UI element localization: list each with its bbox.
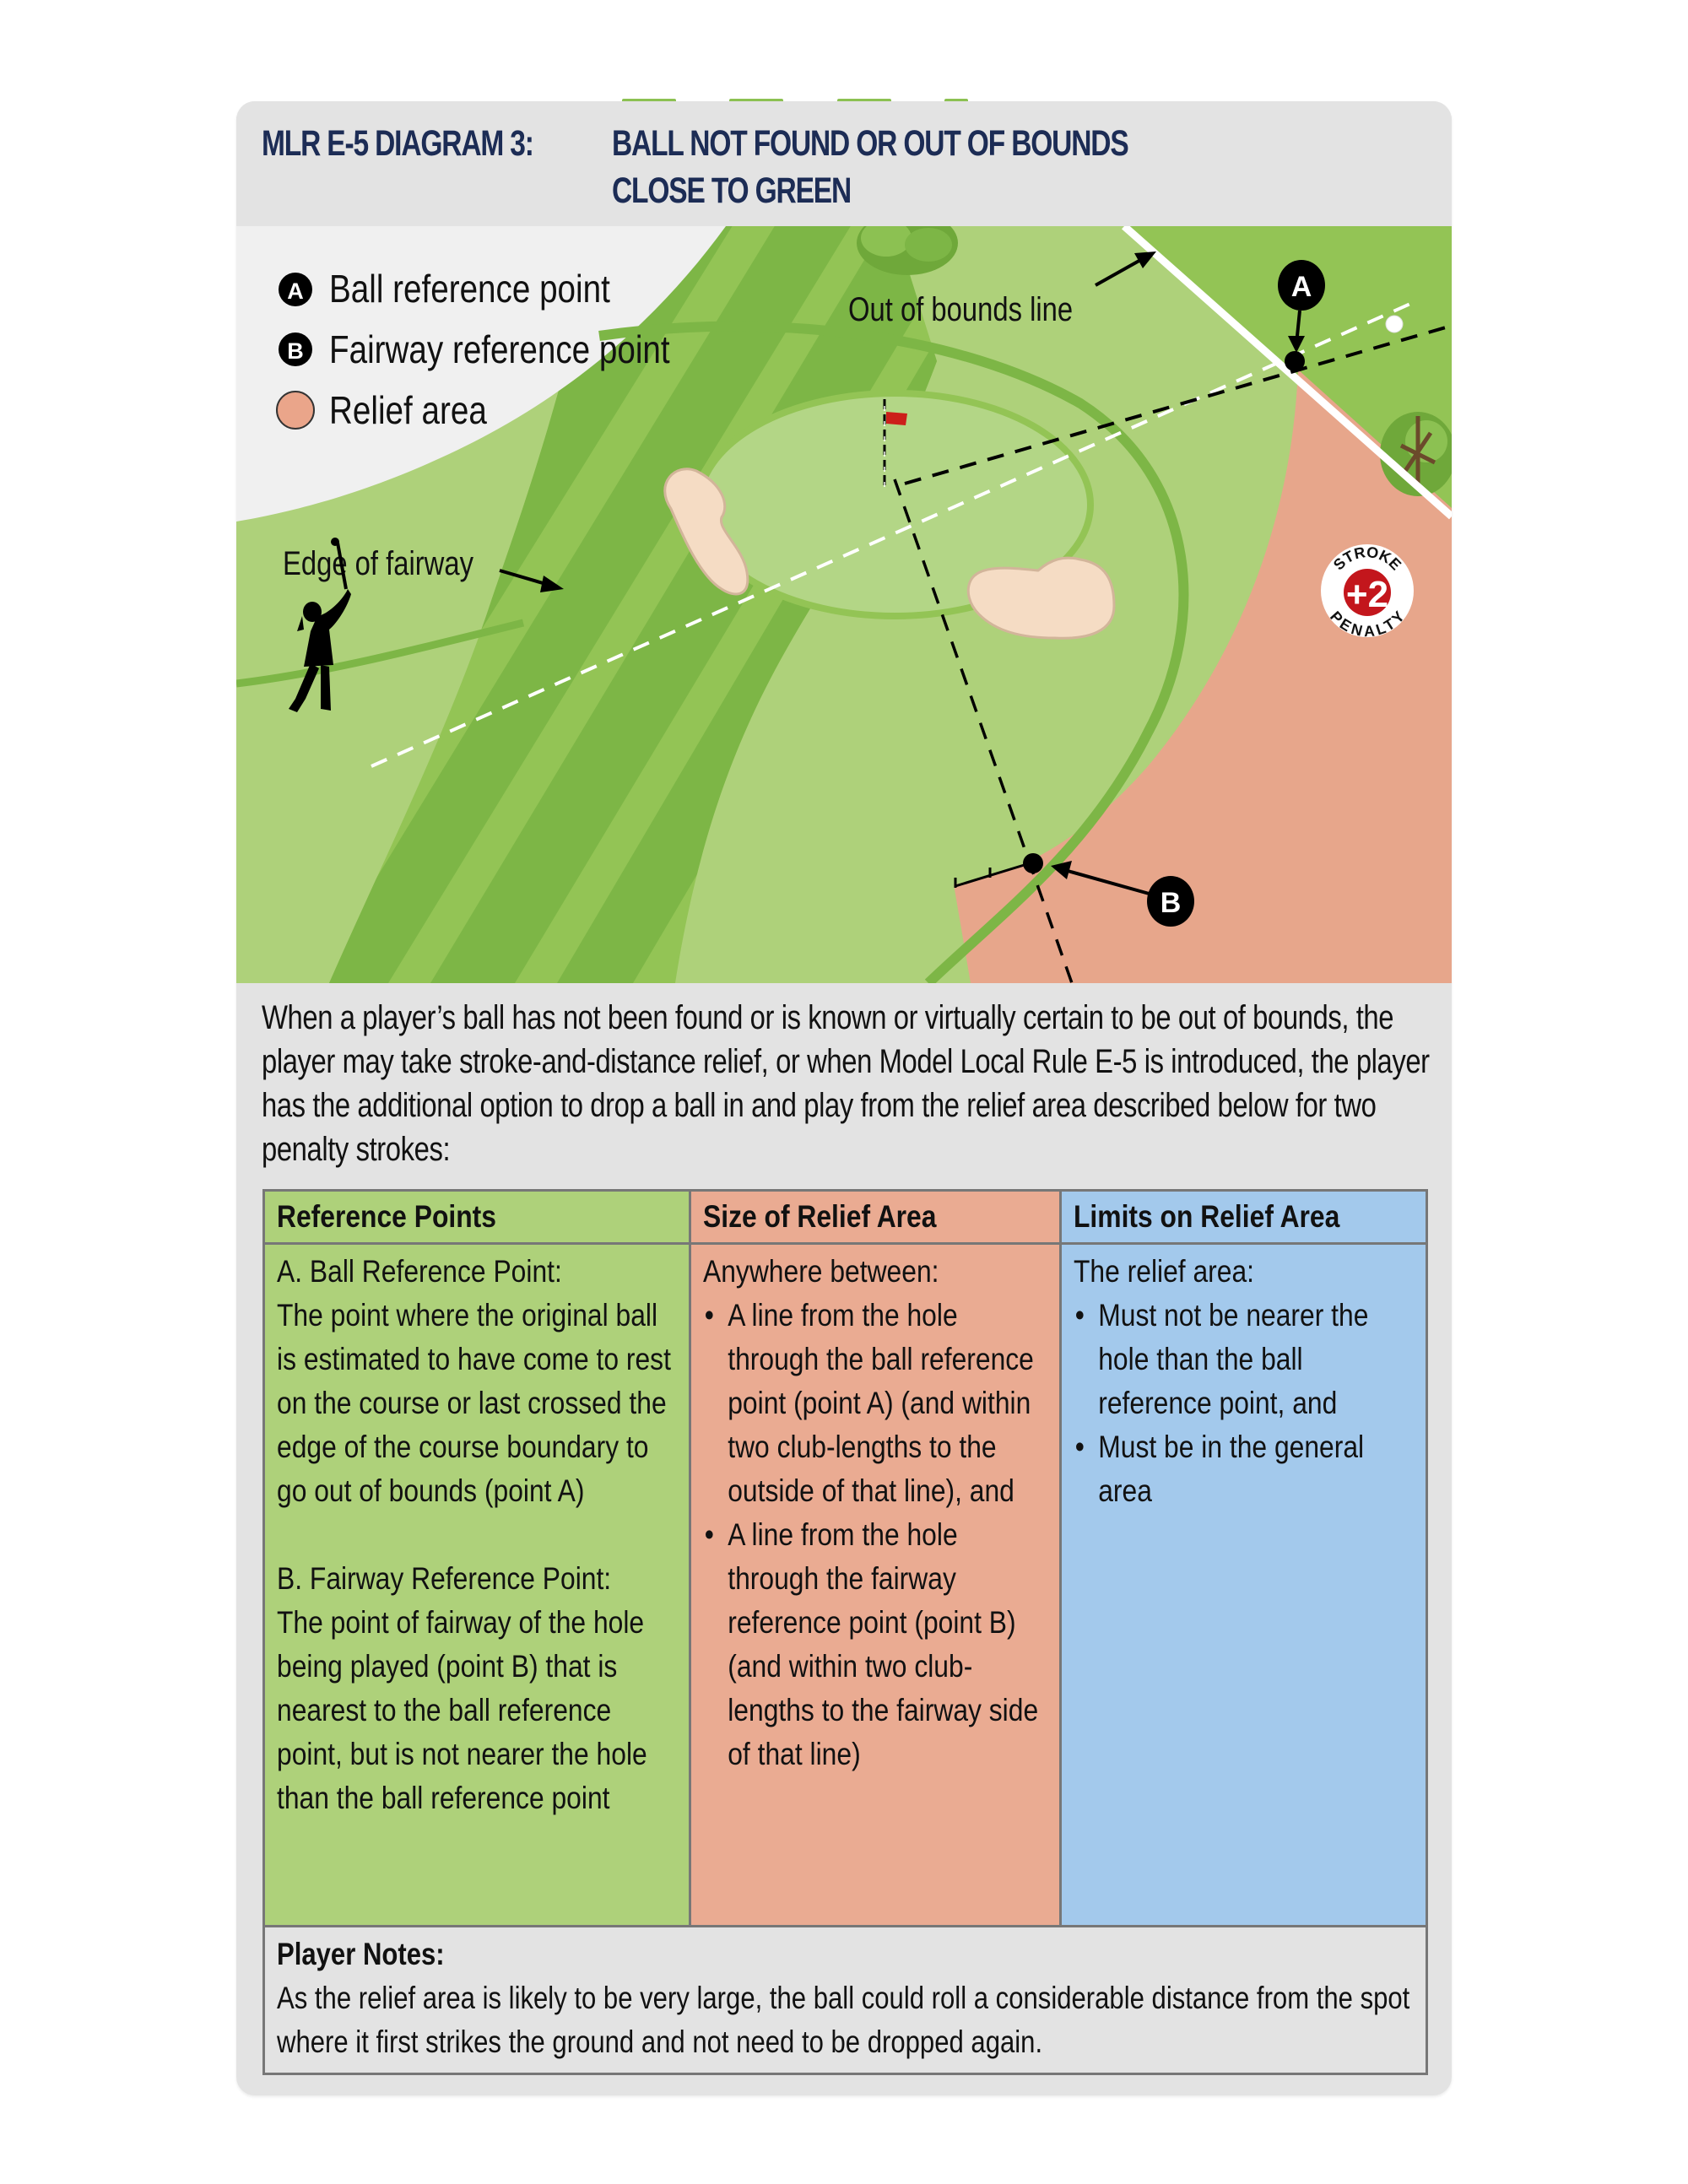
svg-text:A: A <box>287 278 304 304</box>
line-hole-through-b <box>893 478 1074 983</box>
limits-intro: The relief area: <box>1074 1254 1255 1289</box>
table-row: A. Ball Reference Point: The point where… <box>262 1242 1428 1927</box>
fairway-stripe-stub <box>729 99 783 102</box>
legend-item-a: A Ball reference point <box>279 268 610 311</box>
tree-top-icon <box>857 226 958 275</box>
edge-of-fairway-label: Edge of fairway <box>283 544 474 582</box>
size-intro: Anywhere between: <box>703 1254 939 1289</box>
relief-table: Reference Points Size of Relief Area Lim… <box>262 1189 1428 2075</box>
fairway-stripe-stub <box>837 99 891 102</box>
title-line-1: BALL NOT FOUND OR OUT OF BOUNDS <box>612 123 1129 164</box>
bunker-left <box>663 468 749 596</box>
stroke-penalty-badge: +2 STROKE PENALTY <box>1321 543 1414 640</box>
legend-item-relief: Relief area <box>276 389 487 432</box>
relief-area-swatch-icon <box>276 391 315 430</box>
flag-icon <box>883 399 907 488</box>
ball-reference-title: A. Ball Reference Point: <box>277 1254 562 1289</box>
fairway-stripe-stub <box>622 99 676 102</box>
out-of-play-area <box>236 226 726 522</box>
point-a-dot <box>1285 351 1305 371</box>
tree-right-icon <box>1380 412 1452 496</box>
svg-text:B: B <box>287 338 304 364</box>
point-b-marker-icon <box>279 332 312 366</box>
size-bullet: A line from the hole through the fairway… <box>703 1513 1047 1776</box>
golf-ball-icon <box>1385 315 1404 333</box>
table-header-row: Reference Points Size of Relief Area Lim… <box>262 1189 1428 1245</box>
player-notes-title: Player Notes: <box>277 1937 445 1971</box>
golfer-icon <box>289 538 351 712</box>
player-notes-cell: Player Notes: As the relief area is like… <box>262 1925 1428 2075</box>
relief-area <box>954 370 1452 983</box>
limits-bullet: Must not be nearer the hole than the bal… <box>1074 1294 1413 1425</box>
point-a-marker-icon <box>279 273 312 306</box>
size-bullet: A line from the hole through the ball re… <box>703 1294 1047 1513</box>
legend-label: Ball reference point <box>329 268 610 311</box>
title-line-2: CLOSE TO GREEN <box>612 170 852 211</box>
diagram-number: MLR E-5 DIAGRAM 3: <box>262 123 534 164</box>
fairway-stripe-stub <box>944 99 968 102</box>
fairway-reference-text: The point of fairway of the hole being p… <box>277 1605 647 1815</box>
column-header-limits-on-relief-area: Limits on Relief Area <box>1059 1189 1428 1245</box>
course-diagram: A B Out of bounds line <box>236 226 1452 983</box>
intro-paragraph: When a player’s ball has not been found … <box>262 996 1438 1171</box>
legend: A Ball reference point B Fairway referen… <box>276 268 670 432</box>
line-hole-through-a <box>904 324 1452 485</box>
player-notes-text: As the relief area is likely to be very … <box>277 1981 1410 2059</box>
intro-text: When a player’s ball has not been found … <box>262 999 1430 1168</box>
legend-label: Relief area <box>329 389 487 432</box>
legend-label: Fairway reference point <box>329 328 670 371</box>
limits-on-relief-area-cell: The relief area: Must not be nearer the … <box>1059 1242 1428 1927</box>
svg-text:B: B <box>1160 887 1182 919</box>
out-of-bounds-label: Out of bounds line <box>848 290 1073 328</box>
limits-bullet: Must be in the general area <box>1074 1425 1413 1513</box>
size-of-relief-area-cell: Anywhere between: A line from the hole t… <box>689 1242 1062 1927</box>
ball-reference-text: The point where the original ball is est… <box>277 1298 671 1508</box>
club-lengths-marker <box>954 862 1031 888</box>
marker-a: A <box>1278 260 1325 353</box>
player-notes-row: Player Notes: As the relief area is like… <box>262 1925 1428 2075</box>
out-of-bounds-line <box>1122 226 1452 520</box>
svg-text:A: A <box>1291 271 1312 303</box>
legend-item-b: B Fairway reference point <box>279 328 670 371</box>
column-header-reference-points: Reference Points <box>262 1189 691 1245</box>
play-line <box>371 299 1419 768</box>
penalty-value: +2 <box>1346 574 1388 615</box>
fairway-reference-title: B. Fairway Reference Point: <box>277 1561 612 1596</box>
out-of-bounds-arrow <box>1095 251 1156 287</box>
edge-of-fairway-arrow <box>499 569 564 592</box>
reference-points-cell: A. Ball Reference Point: The point where… <box>262 1242 691 1927</box>
bunker-right <box>966 556 1116 640</box>
card-header: MLR E-5 DIAGRAM 3: BALL NOT FOUND OR OUT… <box>236 101 1452 226</box>
rule-card: MLR E-5 DIAGRAM 3: BALL NOT FOUND OR OUT… <box>236 101 1452 2095</box>
page-title: BALL NOT FOUND OR OUT OF BOUNDS CLOSE TO… <box>612 120 1129 214</box>
point-b-dot <box>1023 853 1043 873</box>
column-header-size-of-relief-area: Size of Relief Area <box>689 1189 1062 1245</box>
marker-b: B <box>1051 861 1194 927</box>
